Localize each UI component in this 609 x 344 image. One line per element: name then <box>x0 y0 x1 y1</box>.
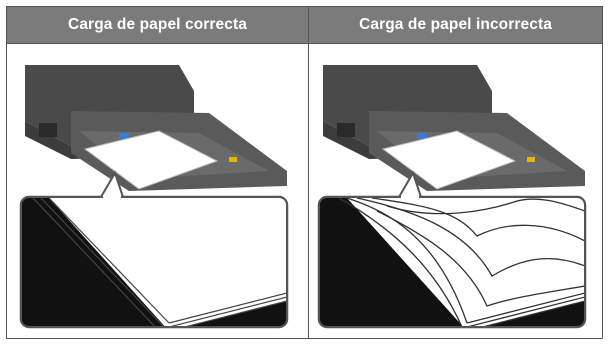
incorrect-loading-column: Carga de papel incorrecta <box>309 7 602 338</box>
paper-loading-comparison-table: Carga de papel correcta <box>6 6 603 339</box>
incorrect-paper-loading-illustration <box>317 65 587 329</box>
incorrect-loading-header: Carga de papel incorrecta <box>309 7 602 44</box>
correct-loading-column: Carga de papel correcta <box>7 7 309 338</box>
correct-paper-loading-illustration <box>19 65 289 329</box>
correct-loading-header: Carga de papel correcta <box>7 7 308 44</box>
